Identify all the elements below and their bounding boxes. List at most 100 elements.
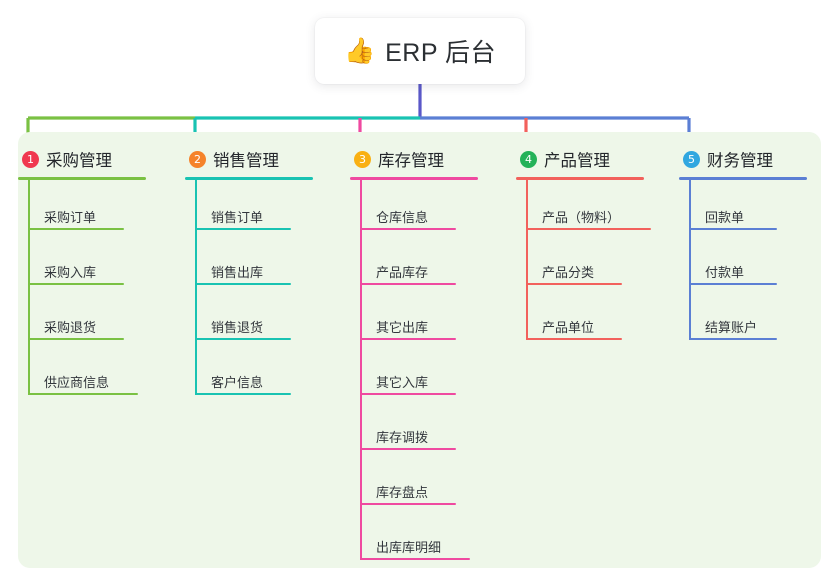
leaf-item[interactable]: 产品单位 [516, 290, 676, 345]
leaf-underline [689, 228, 777, 230]
leaf-underline [360, 503, 456, 505]
leaf-label: 结算账户 [705, 320, 758, 335]
leaf-underline [526, 338, 622, 340]
leaf-label: 回款单 [705, 210, 745, 225]
leaf-underline [360, 338, 456, 340]
leaf-item[interactable]: 产品分类 [516, 235, 676, 290]
branch-spine-1 [28, 180, 30, 395]
root-title: ERP 后台 [385, 39, 497, 67]
leaf-underline [360, 393, 456, 395]
branch-column-3: 3 库存管理仓库信息产品库存其它出库其它入库库存调拨库存盘点出库库明细 [350, 144, 510, 565]
branch-title-2: 销售管理 [213, 152, 279, 170]
leaf-label: 采购退货 [44, 320, 97, 335]
leaf-item[interactable]: 销售退货 [185, 290, 335, 345]
leaf-item[interactable]: 结算账户 [679, 290, 821, 345]
leaf-item[interactable]: 采购订单 [18, 180, 168, 235]
branch-title-3: 库存管理 [378, 152, 444, 170]
branch-underline-1 [18, 177, 146, 180]
leaf-underline [28, 283, 124, 285]
branch-items-3: 仓库信息产品库存其它出库其它入库库存调拨库存盘点出库库明细 [350, 180, 510, 565]
leaf-underline [195, 393, 291, 395]
leaf-label: 仓库信息 [376, 210, 429, 225]
branch-underline-5 [679, 177, 807, 180]
branch-header-4[interactable]: 4 产品管理 [516, 144, 676, 174]
leaf-underline [360, 228, 456, 230]
leaf-item[interactable]: 产品（物料） [516, 180, 676, 235]
branch-items-1: 采购订单采购入库采购退货供应商信息 [18, 180, 168, 400]
leaf-underline [689, 283, 777, 285]
leaf-item[interactable]: 其它入库 [350, 345, 510, 400]
branch-header-2[interactable]: 2 销售管理 [185, 144, 335, 174]
leaf-label: 其它入库 [376, 375, 429, 390]
leaf-label: 销售出库 [211, 265, 264, 280]
leaf-item[interactable]: 库存调拨 [350, 400, 510, 455]
leaf-underline [526, 283, 622, 285]
branch-header-1[interactable]: 1 采购管理 [18, 144, 168, 174]
branch-column-4: 4 产品管理产品（物料） 产品分类产品单位 [516, 144, 676, 345]
leaf-underline [360, 283, 456, 285]
leaf-label: 产品库存 [376, 265, 429, 280]
leaf-item[interactable]: 产品库存 [350, 235, 510, 290]
leaf-underline [360, 448, 456, 450]
branch-badge-2: 2 [189, 150, 206, 168]
branch-underline-3 [350, 177, 478, 180]
leaf-underline [526, 228, 651, 230]
leaf-item[interactable]: 销售出库 [185, 235, 335, 290]
leaf-underline [28, 338, 124, 340]
leaf-label: 产品（物料） [542, 210, 621, 225]
leaf-item[interactable]: 采购退货 [18, 290, 168, 345]
leaf-label: 采购订单 [44, 210, 97, 225]
branch-title-1: 采购管理 [46, 152, 112, 170]
leaf-item[interactable]: 回款单 [679, 180, 821, 235]
leaf-label: 采购入库 [44, 265, 97, 280]
branch-title-5: 财务管理 [707, 152, 773, 170]
leaf-label: 其它出库 [376, 320, 429, 335]
leaf-item[interactable]: 销售订单 [185, 180, 335, 235]
branch-title-4: 产品管理 [544, 152, 610, 170]
leaf-underline [360, 558, 470, 560]
branch-spine-2 [195, 180, 197, 395]
branch-spine-3 [360, 180, 362, 560]
branch-column-2: 2 销售管理销售订单销售出库销售退货客户信息 [185, 144, 335, 400]
leaf-underline [195, 283, 291, 285]
leaf-label: 销售退货 [211, 320, 264, 335]
leaf-item[interactable]: 客户信息 [185, 345, 335, 400]
leaf-label: 出库库明细 [376, 540, 442, 555]
leaf-underline [28, 393, 138, 395]
thumbs-up-icon: 👍 [343, 36, 376, 65]
leaf-label: 产品分类 [542, 265, 595, 280]
root-node[interactable]: 👍 ERP 后台 [315, 18, 525, 84]
leaf-item[interactable]: 供应商信息 [18, 345, 168, 400]
branch-column-1: 1 采购管理采购订单采购入库采购退货供应商信息 [18, 144, 168, 400]
leaf-item[interactable]: 付款单 [679, 235, 821, 290]
branch-underline-4 [516, 177, 644, 180]
branch-spine-5 [689, 180, 691, 340]
branch-spine-4 [526, 180, 528, 340]
branch-items-2: 销售订单销售出库销售退货客户信息 [185, 180, 335, 400]
leaf-label: 库存盘点 [376, 485, 429, 500]
branch-badge-1: 1 [22, 150, 39, 168]
branch-underline-2 [185, 177, 313, 180]
leaf-label: 销售订单 [211, 210, 264, 225]
leaf-item[interactable]: 出库库明细 [350, 510, 510, 565]
leaf-underline [195, 338, 291, 340]
branch-items-5: 回款单付款单结算账户 [679, 180, 821, 345]
leaf-item[interactable]: 仓库信息 [350, 180, 510, 235]
leaf-underline [689, 338, 777, 340]
leaf-item[interactable]: 库存盘点 [350, 455, 510, 510]
branches-panel: 1 采购管理采购订单采购入库采购退货供应商信息 2 销售管理销售订单销售出库销售退货客… [18, 132, 821, 568]
branch-header-3[interactable]: 3 库存管理 [350, 144, 510, 174]
leaf-item[interactable]: 采购入库 [18, 235, 168, 290]
leaf-label: 产品单位 [542, 320, 595, 335]
leaf-underline [195, 228, 291, 230]
leaf-label: 库存调拨 [376, 430, 429, 445]
branch-badge-4: 4 [520, 150, 537, 168]
leaf-label: 供应商信息 [44, 375, 110, 390]
leaf-underline [28, 228, 124, 230]
leaf-item[interactable]: 其它出库 [350, 290, 510, 345]
leaf-label: 客户信息 [211, 375, 264, 390]
branch-items-4: 产品（物料） 产品分类产品单位 [516, 180, 676, 345]
branch-badge-3: 3 [354, 150, 371, 168]
